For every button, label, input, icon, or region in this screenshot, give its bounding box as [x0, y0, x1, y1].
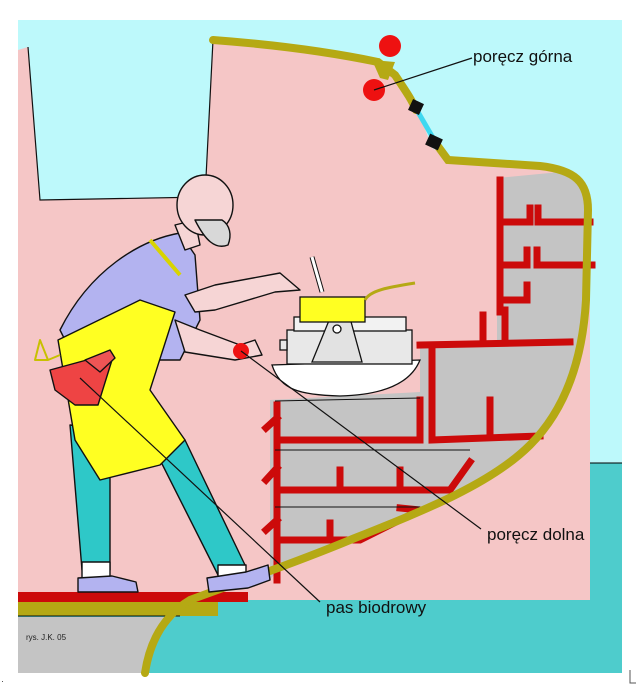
apron-strap — [148, 238, 182, 277]
shoe-back — [77, 575, 139, 593]
machine-pivot — [332, 324, 342, 334]
top-rail-bracket — [372, 60, 395, 80]
hull-rail — [141, 36, 593, 677]
sock-back — [81, 561, 111, 579]
floor-stone — [18, 617, 175, 673]
leader-bottom-rail — [240, 350, 482, 530]
yellow-box — [299, 296, 366, 323]
leader-top-rail — [373, 57, 473, 91]
corner-mark-left — [2, 681, 3, 682]
apron — [57, 299, 186, 481]
beard — [194, 219, 231, 247]
leader-hip-belt — [79, 377, 321, 603]
apron-bow — [34, 339, 61, 361]
credit-text: rys. J.K. 05 — [26, 633, 67, 642]
floor-olive — [18, 602, 218, 616]
floor-red — [18, 592, 248, 602]
man — [34, 174, 301, 593]
rail-clamp-lower — [425, 133, 443, 151]
label-hip-belt: pas biodrowy — [326, 598, 427, 617]
rail-clamp-upper — [408, 99, 424, 115]
machine — [271, 256, 421, 397]
machine-knob — [279, 339, 288, 351]
brick-rows — [274, 397, 470, 508]
top-rail-handle-upper — [379, 35, 401, 57]
brick-pattern — [261, 176, 596, 584]
corner-mark-right — [629, 670, 636, 684]
wall-outline — [27, 39, 214, 201]
tool-pouch-tab — [84, 349, 116, 373]
upper-arm — [184, 272, 301, 313]
shoe-front — [206, 564, 271, 593]
yellow-cable — [363, 281, 416, 301]
label-top-rail: poręcz górna — [473, 47, 573, 66]
label-bottom-rail: poręcz dolna — [487, 525, 585, 544]
